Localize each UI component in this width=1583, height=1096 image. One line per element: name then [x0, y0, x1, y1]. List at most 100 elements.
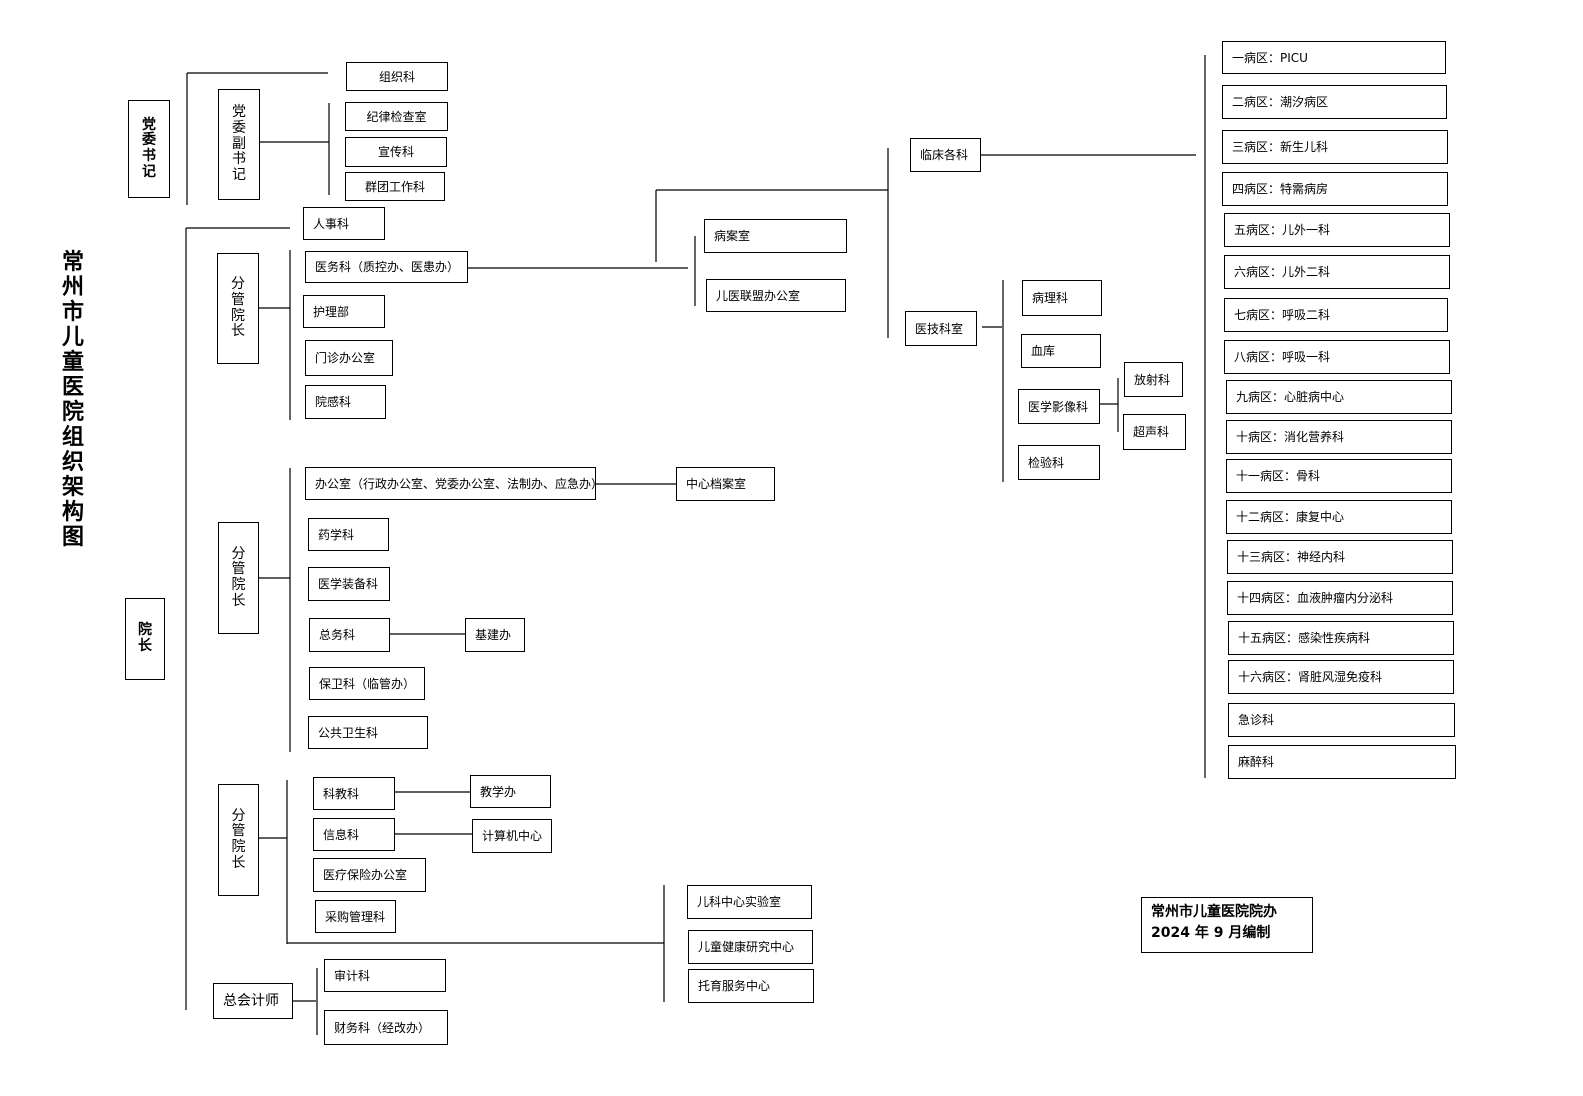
label-char: 管	[231, 823, 246, 840]
vp1-box: 分管院长	[217, 253, 259, 364]
title-char: 图	[61, 524, 84, 550]
label-char: 院	[231, 839, 246, 855]
vp3-unit-box: 医疗保险办公室	[313, 858, 426, 892]
vp1-unit-box: 门诊办公室	[305, 340, 393, 376]
ward-box: 十二病区：康复中心	[1226, 500, 1452, 534]
vp1-unit-box: 院感科	[305, 385, 386, 419]
title-char: 医	[61, 374, 84, 400]
label-char: 委	[232, 119, 246, 136]
ward-box: 十五病区：感染性疾病科	[1228, 621, 1454, 655]
tech-unit-box: 血库	[1021, 334, 1101, 368]
accountant-unit-box: 财务科（经改办）	[324, 1010, 448, 1045]
ward-box: 十病区：消化营养科	[1226, 420, 1452, 454]
ward-box: 急诊科	[1228, 703, 1455, 737]
chart-title: 常州市儿童医院组织架构图	[58, 250, 88, 550]
party-unit-box: 群团工作科	[345, 172, 445, 201]
vp3-unit-box: 信息科	[313, 818, 395, 851]
label-char: 院	[231, 307, 245, 324]
vp2-unit-box: 保卫科（临管办）	[309, 667, 425, 700]
title-char: 童	[61, 349, 84, 375]
title-char: 院	[61, 399, 84, 425]
general-sub-box: 基建办	[465, 618, 525, 652]
ward-box: 三病区：新生儿科	[1222, 130, 1448, 164]
label-char: 记	[232, 167, 246, 183]
vp2-unit-box: 办公室（行政办公室、党委办公室、法制办、应急办）	[305, 467, 596, 500]
vp1-unit-box: 医务科（质控办、医患办）	[305, 251, 468, 283]
label-char: 委	[142, 132, 156, 149]
clinical-box: 临床各科	[910, 138, 981, 172]
accountant-box: 总会计师	[213, 983, 293, 1019]
label-char: 分	[231, 807, 246, 824]
ward-box: 六病区：儿外二科	[1224, 255, 1450, 289]
vp2-unit-box: 医学装备科	[308, 567, 390, 601]
ward-box: 十三病区：神经内科	[1227, 540, 1453, 574]
label-char: 党	[232, 104, 246, 121]
party-unit-box: 纪律检查室	[345, 102, 448, 131]
party-deputy-box: 党委副书记	[218, 89, 260, 200]
medical-sub-box: 病案室	[704, 219, 847, 253]
title-char: 儿	[61, 324, 84, 350]
info-sub-box: 计算机中心	[472, 819, 552, 853]
note-line1: 常州市儿童医院院办	[1151, 904, 1277, 920]
tech-unit-box: 医学影像科	[1018, 389, 1100, 424]
accountant-unit-box: 审计科	[324, 959, 446, 992]
vp3-unit-box: 科教科	[313, 777, 395, 810]
ward-box: 八病区：呼吸一科	[1224, 340, 1450, 374]
ward-box: 七病区：呼吸二科	[1224, 298, 1448, 332]
center-box: 儿科中心实验室	[687, 885, 812, 919]
title-char: 架	[61, 474, 84, 500]
center-box: 儿童健康研究中心	[688, 930, 813, 964]
office-sub-box: 中心档案室	[676, 467, 775, 501]
ward-box: 十四病区：血液肿瘤内分泌科	[1227, 581, 1453, 615]
label-char: 分	[231, 276, 245, 293]
party-secretary-box: 党委书记	[128, 100, 170, 198]
label-char: 长	[138, 638, 152, 654]
imaging-sub-box: 放射科	[1124, 362, 1183, 397]
label-char: 书	[142, 148, 156, 164]
label-char: 院	[138, 622, 152, 639]
president-box: 院长	[125, 598, 165, 680]
label-char: 党	[142, 116, 156, 133]
label-char: 分	[231, 545, 246, 562]
title-char: 织	[61, 449, 84, 475]
label-char: 副	[232, 135, 246, 152]
center-box: 托育服务中心	[688, 969, 814, 1003]
label-char: 长	[231, 323, 245, 340]
tech-unit-box: 检验科	[1018, 445, 1100, 480]
title-char: 常	[61, 249, 84, 275]
label-char: 管	[231, 561, 246, 578]
label-char: 长	[231, 592, 246, 609]
label-char: 记	[142, 163, 156, 180]
vp3-box: 分管院长	[218, 784, 259, 896]
vp3-unit-box: 采购管理科	[315, 900, 396, 933]
label-char: 书	[232, 151, 246, 168]
ward-box: 二病区：潮汐病区	[1222, 85, 1447, 119]
ward-box: 十六病区：肾脏风湿免疫科	[1228, 660, 1454, 694]
title-char: 州	[61, 274, 84, 300]
title-char: 构	[61, 499, 84, 525]
ward-box: 一病区：PICU	[1222, 41, 1446, 74]
compiled-note: 常州市儿童医院院办 2024 年 9 月编制	[1141, 897, 1313, 953]
ward-box: 五病区：儿外一科	[1224, 213, 1450, 247]
hr-box: 人事科	[303, 207, 385, 240]
vp1-unit-box: 护理部	[303, 295, 385, 328]
vp2-unit-box: 公共卫生科	[308, 716, 428, 749]
party-unit-box: 组织科	[346, 62, 448, 91]
ward-box: 九病区：心脏病中心	[1226, 380, 1452, 414]
label-char: 管	[231, 291, 245, 308]
ward-box: 十一病区：骨科	[1226, 459, 1452, 493]
vp2-unit-box: 总务科	[309, 618, 390, 652]
label-char: 长	[231, 854, 246, 871]
title-char: 市	[61, 299, 84, 325]
note-line2: 2024 年 9 月编制	[1151, 925, 1271, 941]
vp2-unit-box: 药学科	[308, 518, 389, 551]
vp2-box: 分管院长	[218, 522, 259, 634]
title-char: 组	[61, 424, 84, 450]
tech-box: 医技科室	[905, 311, 977, 346]
ward-box: 四病区：特需病房	[1222, 172, 1448, 206]
ward-box: 麻醉科	[1228, 745, 1456, 779]
label-char: 院	[231, 577, 246, 593]
sci-sub-box: 教学办	[470, 775, 551, 808]
